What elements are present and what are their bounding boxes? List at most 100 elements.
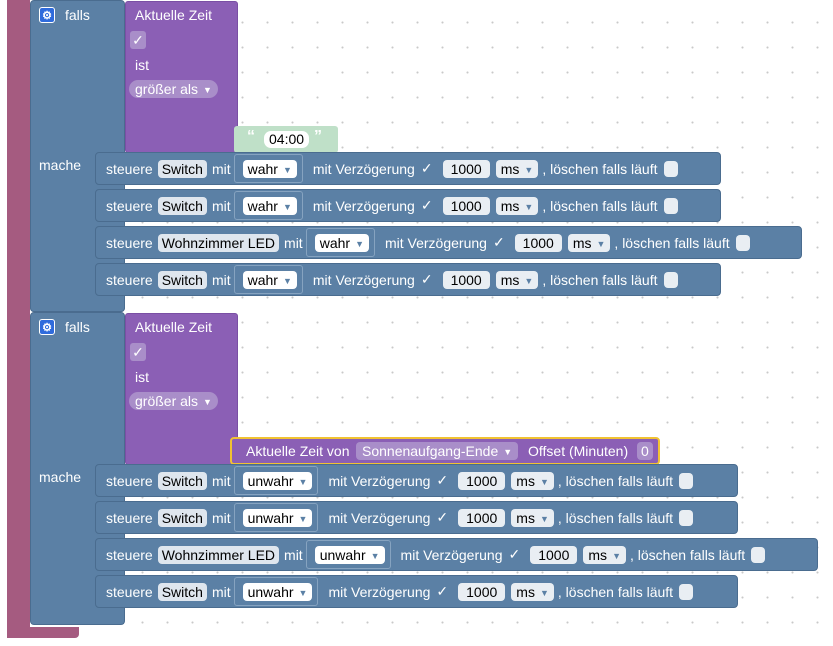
delay-value-field[interactable]: 1000 [442, 196, 490, 215]
row-with: mit [211, 583, 231, 600]
delay-checkbox[interactable]: ✓ [436, 472, 449, 488]
steuere-row[interactable]: steuere Switch mit unwahr▼ mit Verzögeru… [95, 501, 738, 534]
compare-block-1[interactable] [125, 1, 238, 153]
clear-checkbox[interactable] [735, 234, 750, 251]
clear-checkbox[interactable] [663, 197, 678, 214]
compare-checkbox[interactable]: ✓ [130, 31, 146, 49]
operator-dropdown-value: größer als [135, 81, 199, 97]
compare-block-2[interactable] [125, 313, 238, 465]
astro-event-value: Sonnenaufgang-Ende [362, 443, 499, 459]
delay-value-field[interactable]: 1000 [530, 545, 578, 564]
delay-value-field[interactable]: 1000 [442, 159, 490, 178]
clear-checkbox[interactable] [751, 546, 766, 563]
unit-dropdown[interactable]: ms▼ [511, 508, 554, 527]
delay-checkbox[interactable]: ✓ [420, 271, 433, 287]
delay-checkbox[interactable]: ✓ [436, 509, 449, 525]
device-field[interactable]: Switch [157, 196, 207, 215]
delay-value-field[interactable]: 1000 [458, 508, 506, 527]
steuere-row[interactable]: steuere Switch mit wahr▼ mit Verzögerung… [95, 263, 721, 296]
row-with: mit [211, 472, 231, 489]
triangle-down-icon: ▼ [282, 164, 292, 175]
value-dropdown[interactable]: wahr▼ [314, 233, 369, 252]
triangle-down-icon: ▼ [539, 476, 549, 487]
steuere-row[interactable]: steuere Wohnzimmer LED mit wahr▼ mit Ver… [95, 226, 802, 259]
delay-checkbox[interactable]: ✓ [492, 234, 505, 250]
delay-checkbox[interactable]: ✓ [508, 546, 521, 562]
steuere-row[interactable]: steuere Wohnzimmer LED mit unwahr▼ mit V… [95, 538, 818, 571]
astro-offset-field[interactable]: 0 [637, 442, 653, 460]
unit-dropdown-value: ms [500, 197, 520, 214]
value-block[interactable]: unwahr▼ [233, 503, 319, 532]
clear-label: , löschen falls läuft [557, 583, 674, 600]
delay-label: mit Verzögerung [400, 546, 503, 563]
device-field[interactable]: Switch [157, 508, 207, 527]
clear-checkbox[interactable] [663, 271, 678, 288]
triangle-down-icon: ▼ [203, 85, 212, 95]
unit-dropdown[interactable]: ms▼ [567, 233, 611, 252]
value-dropdown[interactable]: wahr▼ [242, 196, 297, 215]
device-field[interactable]: Switch [157, 159, 207, 178]
value-block[interactable]: wahr▼ [305, 228, 375, 257]
value-block[interactable]: unwahr▼ [305, 540, 391, 569]
value-block[interactable]: wahr▼ [233, 191, 303, 220]
if-block-2-bottom [30, 612, 125, 625]
unit-dropdown[interactable]: ms▼ [511, 582, 554, 601]
delay-value-field[interactable]: 1000 [442, 270, 490, 289]
value-dropdown[interactable]: unwahr▼ [242, 508, 313, 527]
delay-value-field[interactable]: 1000 [514, 233, 562, 252]
astro-offset-label: Offset (Minuten) [528, 443, 629, 459]
value-dropdown-value: wahr [247, 271, 278, 288]
unit-dropdown[interactable]: ms▼ [495, 196, 539, 215]
triangle-down-icon: ▼ [539, 513, 549, 524]
steuere-row[interactable]: steuere Switch mit wahr▼ mit Verzögerung… [95, 189, 721, 222]
device-field[interactable]: Switch [157, 270, 207, 289]
unit-dropdown[interactable]: ms▼ [495, 159, 539, 178]
delay-value-field[interactable]: 1000 [458, 582, 506, 601]
operator-dropdown[interactable]: größer als ▼ [129, 80, 218, 98]
delay-checkbox[interactable]: ✓ [436, 583, 449, 599]
unit-dropdown[interactable]: ms▼ [495, 270, 539, 289]
steuere-row[interactable]: steuere Switch mit unwahr▼ mit Verzögeru… [95, 575, 738, 608]
value-block[interactable]: wahr▼ [233, 154, 303, 183]
clear-checkbox[interactable] [663, 160, 678, 177]
device-field[interactable]: Switch [157, 582, 207, 601]
value-dropdown[interactable]: wahr▼ [242, 159, 297, 178]
delay-checkbox[interactable]: ✓ [420, 197, 433, 213]
clear-label: , löschen falls läuft [557, 509, 674, 526]
value-dropdown[interactable]: unwahr▼ [242, 471, 313, 490]
device-field[interactable]: Wohnzimmer LED [157, 233, 280, 252]
row-with: mit [211, 509, 231, 526]
delay-label: mit Verzögerung [328, 472, 431, 489]
delay-value-field[interactable]: 1000 [458, 471, 506, 490]
astro-event-dropdown[interactable]: Sonnenaufgang-Ende▼ [356, 442, 519, 460]
steuere-row[interactable]: steuere Switch mit wahr▼ mit Verzögerung… [95, 152, 721, 185]
unit-dropdown[interactable]: ms▼ [511, 471, 554, 490]
triangle-down-icon: ▼ [539, 587, 549, 598]
value-dropdown[interactable]: unwahr▼ [314, 545, 385, 564]
value-dropdown-value: unwahr [247, 509, 294, 526]
gear-icon[interactable]: ⚙ [39, 319, 55, 335]
clear-checkbox[interactable] [679, 583, 694, 600]
operator-dropdown[interactable]: größer als▼ [129, 392, 218, 410]
value-dropdown[interactable]: unwahr▼ [242, 582, 313, 601]
if-label: falls [65, 319, 90, 335]
compare-checkbox[interactable]: ✓ [130, 343, 146, 361]
device-field[interactable]: Switch [157, 471, 207, 490]
steuere-row[interactable]: steuere Switch mit unwahr▼ mit Verzögeru… [95, 464, 738, 497]
gear-icon[interactable]: ⚙ [39, 7, 55, 23]
row-verb: steuere [106, 197, 153, 214]
delay-label: mit Verzögerung [312, 160, 415, 177]
value-block[interactable]: unwahr▼ [233, 466, 319, 495]
device-field[interactable]: Wohnzimmer LED [157, 545, 280, 564]
unit-dropdown[interactable]: ms▼ [583, 545, 626, 564]
clear-checkbox[interactable] [679, 509, 694, 526]
value-block[interactable]: unwahr▼ [233, 577, 319, 606]
clear-label: , löschen falls läuft [614, 234, 730, 251]
row-verb: steuere [106, 271, 153, 288]
delay-checkbox[interactable]: ✓ [420, 160, 433, 176]
string-value-field[interactable]: 04:00 [264, 131, 310, 148]
value-dropdown[interactable]: wahr▼ [242, 270, 297, 289]
clear-checkbox[interactable] [679, 472, 694, 489]
outer-event-block[interactable] [7, 0, 30, 636]
value-block[interactable]: wahr▼ [233, 265, 303, 294]
